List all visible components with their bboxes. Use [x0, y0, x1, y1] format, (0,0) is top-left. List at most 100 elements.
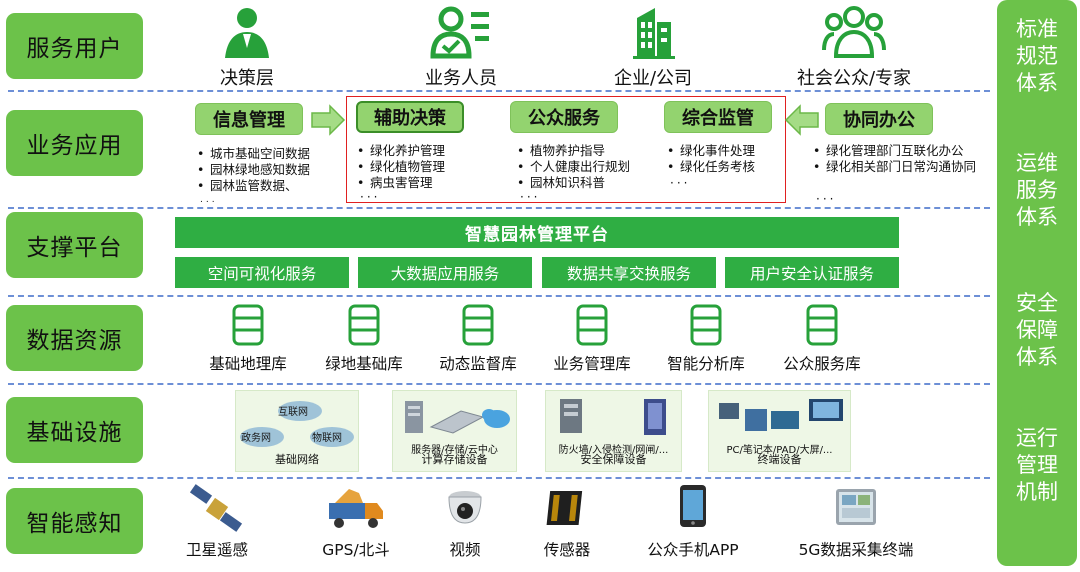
side-system-security: 安全 保障 体系 [1016, 291, 1058, 369]
app-title-monitor: 综合监管 [664, 101, 772, 133]
collab-list: 绿化管理部门互联化办公 绿化相关部门日常沟通协同 [812, 143, 994, 175]
net-label: 政务网 [241, 433, 271, 444]
infra-caption: 终端设备 [757, 453, 802, 466]
assist-more: ··· [360, 190, 381, 204]
db-basic-geo: 基础地理库 [188, 303, 308, 374]
list-item: 绿化植物管理 [356, 159, 445, 175]
database-icon [462, 304, 494, 346]
layer-label-users: 服务用户 [6, 13, 143, 79]
user-label: 决策层 [220, 68, 274, 89]
db-label: 智能分析库 [667, 355, 745, 373]
db-label: 基础地理库 [209, 355, 287, 373]
assist-list: 绿化养护管理 绿化植物管理 病虫害管理 [356, 143, 445, 191]
db-dynamic-monitor: 动态监督库 [418, 303, 538, 374]
layer-label-platform: 支撑平台 [6, 212, 143, 278]
sense-label: 视频 [449, 541, 481, 559]
sense-label: 5G数据采集终端 [798, 541, 914, 559]
db-business: 业务管理库 [532, 303, 652, 374]
list-item: 绿化养护管理 [356, 143, 445, 159]
list-item: 城市基础空间数据 [196, 146, 310, 162]
app-title-assist: 辅助决策 [356, 101, 464, 133]
info-mgmt-more: ... [200, 195, 218, 205]
camera-icon [448, 491, 482, 524]
gps-truck-icon [329, 489, 383, 528]
service-big-data: 大数据应用服务 [358, 257, 532, 288]
app-title-collab: 协同办公 [825, 103, 933, 135]
infra-terminal: PC/笔记本/PAD/大屏/... 终端设备 [708, 390, 851, 472]
arrow-left-icon [784, 104, 819, 136]
net-label: 互联网 [278, 407, 308, 418]
user-label: 业务人员 [425, 68, 497, 89]
net-label: 物联网 [312, 433, 342, 444]
sense-label: 公众手机APP [647, 541, 739, 559]
user-label: 社会公众/专家 [796, 68, 912, 89]
user-staff: 业务人员 [386, 4, 536, 90]
list-item: 绿化任务考核 [666, 159, 755, 175]
user-public: 社会公众/专家 [779, 4, 929, 90]
terminal-devices-icon [719, 399, 843, 431]
service-data-sharing: 数据共享交换服务 [542, 257, 716, 288]
info-mgmt-list: 城市基础空间数据 园林绿地感知数据 园林监管数据、 [196, 146, 310, 194]
user-enterprise: 企业/公司 [578, 4, 728, 90]
sense-sensor: 传感器 [502, 483, 632, 560]
db-greenland: 绿地基础库 [304, 303, 424, 374]
infra-sub: 服务器/存储/云中心 [411, 445, 498, 456]
layer-label-apps: 业务应用 [6, 110, 143, 176]
group-icon [822, 6, 886, 58]
collab-more: ··· [816, 192, 837, 206]
divider [8, 477, 990, 479]
layer-label-infra: 基础设施 [6, 397, 143, 463]
arrow-right-icon [311, 104, 346, 136]
list-item: 个人健康出行规划 [516, 159, 630, 175]
layer-label-data: 数据资源 [6, 305, 143, 371]
service-spatial-visualization: 空间可视化服务 [175, 257, 349, 288]
sense-5g-terminal: 5G数据采集终端 [781, 483, 931, 560]
sense-video: 视频 [400, 483, 530, 560]
building-icon [633, 8, 675, 59]
db-label: 绿地基础库 [325, 355, 403, 373]
sense-label: GPS/北斗 [322, 541, 390, 559]
user-label: 企业/公司 [613, 68, 693, 89]
list-item: 园林知识科普 [516, 175, 630, 191]
list-item: 植物养护指导 [516, 143, 630, 159]
side-systems-panel [997, 0, 1077, 566]
infra-caption: 基础网络 [275, 453, 319, 466]
side-system-operations: 运维 服务 体系 [1016, 151, 1058, 229]
sense-satellite: 卫星遥感 [152, 483, 282, 560]
user-decision-makers: 决策层 [172, 4, 322, 90]
infra-sub: 防火墙/入侵检测/网闸/... [558, 445, 669, 456]
layer-label-sensing: 智能感知 [6, 488, 143, 554]
infra-caption: 计算存储设备 [421, 453, 488, 466]
database-icon [348, 304, 380, 346]
public-list: 植物养护指导 个人健康出行规划 园林知识科普 [516, 143, 630, 191]
satellite-icon [189, 484, 243, 532]
side-system-standards: 标准 规范 体系 [1016, 17, 1058, 95]
database-icon [232, 304, 264, 346]
db-label: 动态监督库 [439, 355, 517, 373]
mobile-phone-icon [680, 485, 706, 527]
database-icon [690, 304, 722, 346]
list-item: 园林监管数据、 [196, 178, 310, 194]
list-item: 病虫害管理 [356, 175, 445, 191]
highlight-box [346, 96, 786, 203]
sense-mobile-app: 公众手机APP [628, 483, 758, 560]
monitor-list: 绿化事件处理 绿化任务考核 [666, 143, 755, 175]
staff-icon [430, 6, 489, 59]
infra-security: 防火墙/入侵检测/网闸/... 安全保障设备 [545, 390, 682, 472]
infra-caption: 安全保障设备 [580, 453, 647, 466]
db-analysis: 智能分析库 [646, 303, 766, 374]
list-item: 绿化管理部门互联化办公 [812, 143, 994, 159]
app-title-public: 公众服务 [510, 101, 618, 133]
database-icon [576, 304, 608, 346]
service-auth: 用户安全认证服务 [725, 257, 899, 288]
sense-label: 传感器 [543, 541, 591, 559]
divider [8, 295, 990, 297]
db-label: 公众服务库 [783, 355, 861, 373]
db-label: 业务管理库 [553, 355, 631, 373]
sense-label: 卫星遥感 [185, 541, 248, 559]
sensor-chip-icon [546, 491, 583, 525]
divider [8, 383, 990, 385]
side-system-management: 运行 管理 机制 [1016, 426, 1058, 504]
cloud-network-icon [240, 401, 354, 447]
app-title-info-mgmt: 信息管理 [195, 103, 303, 135]
